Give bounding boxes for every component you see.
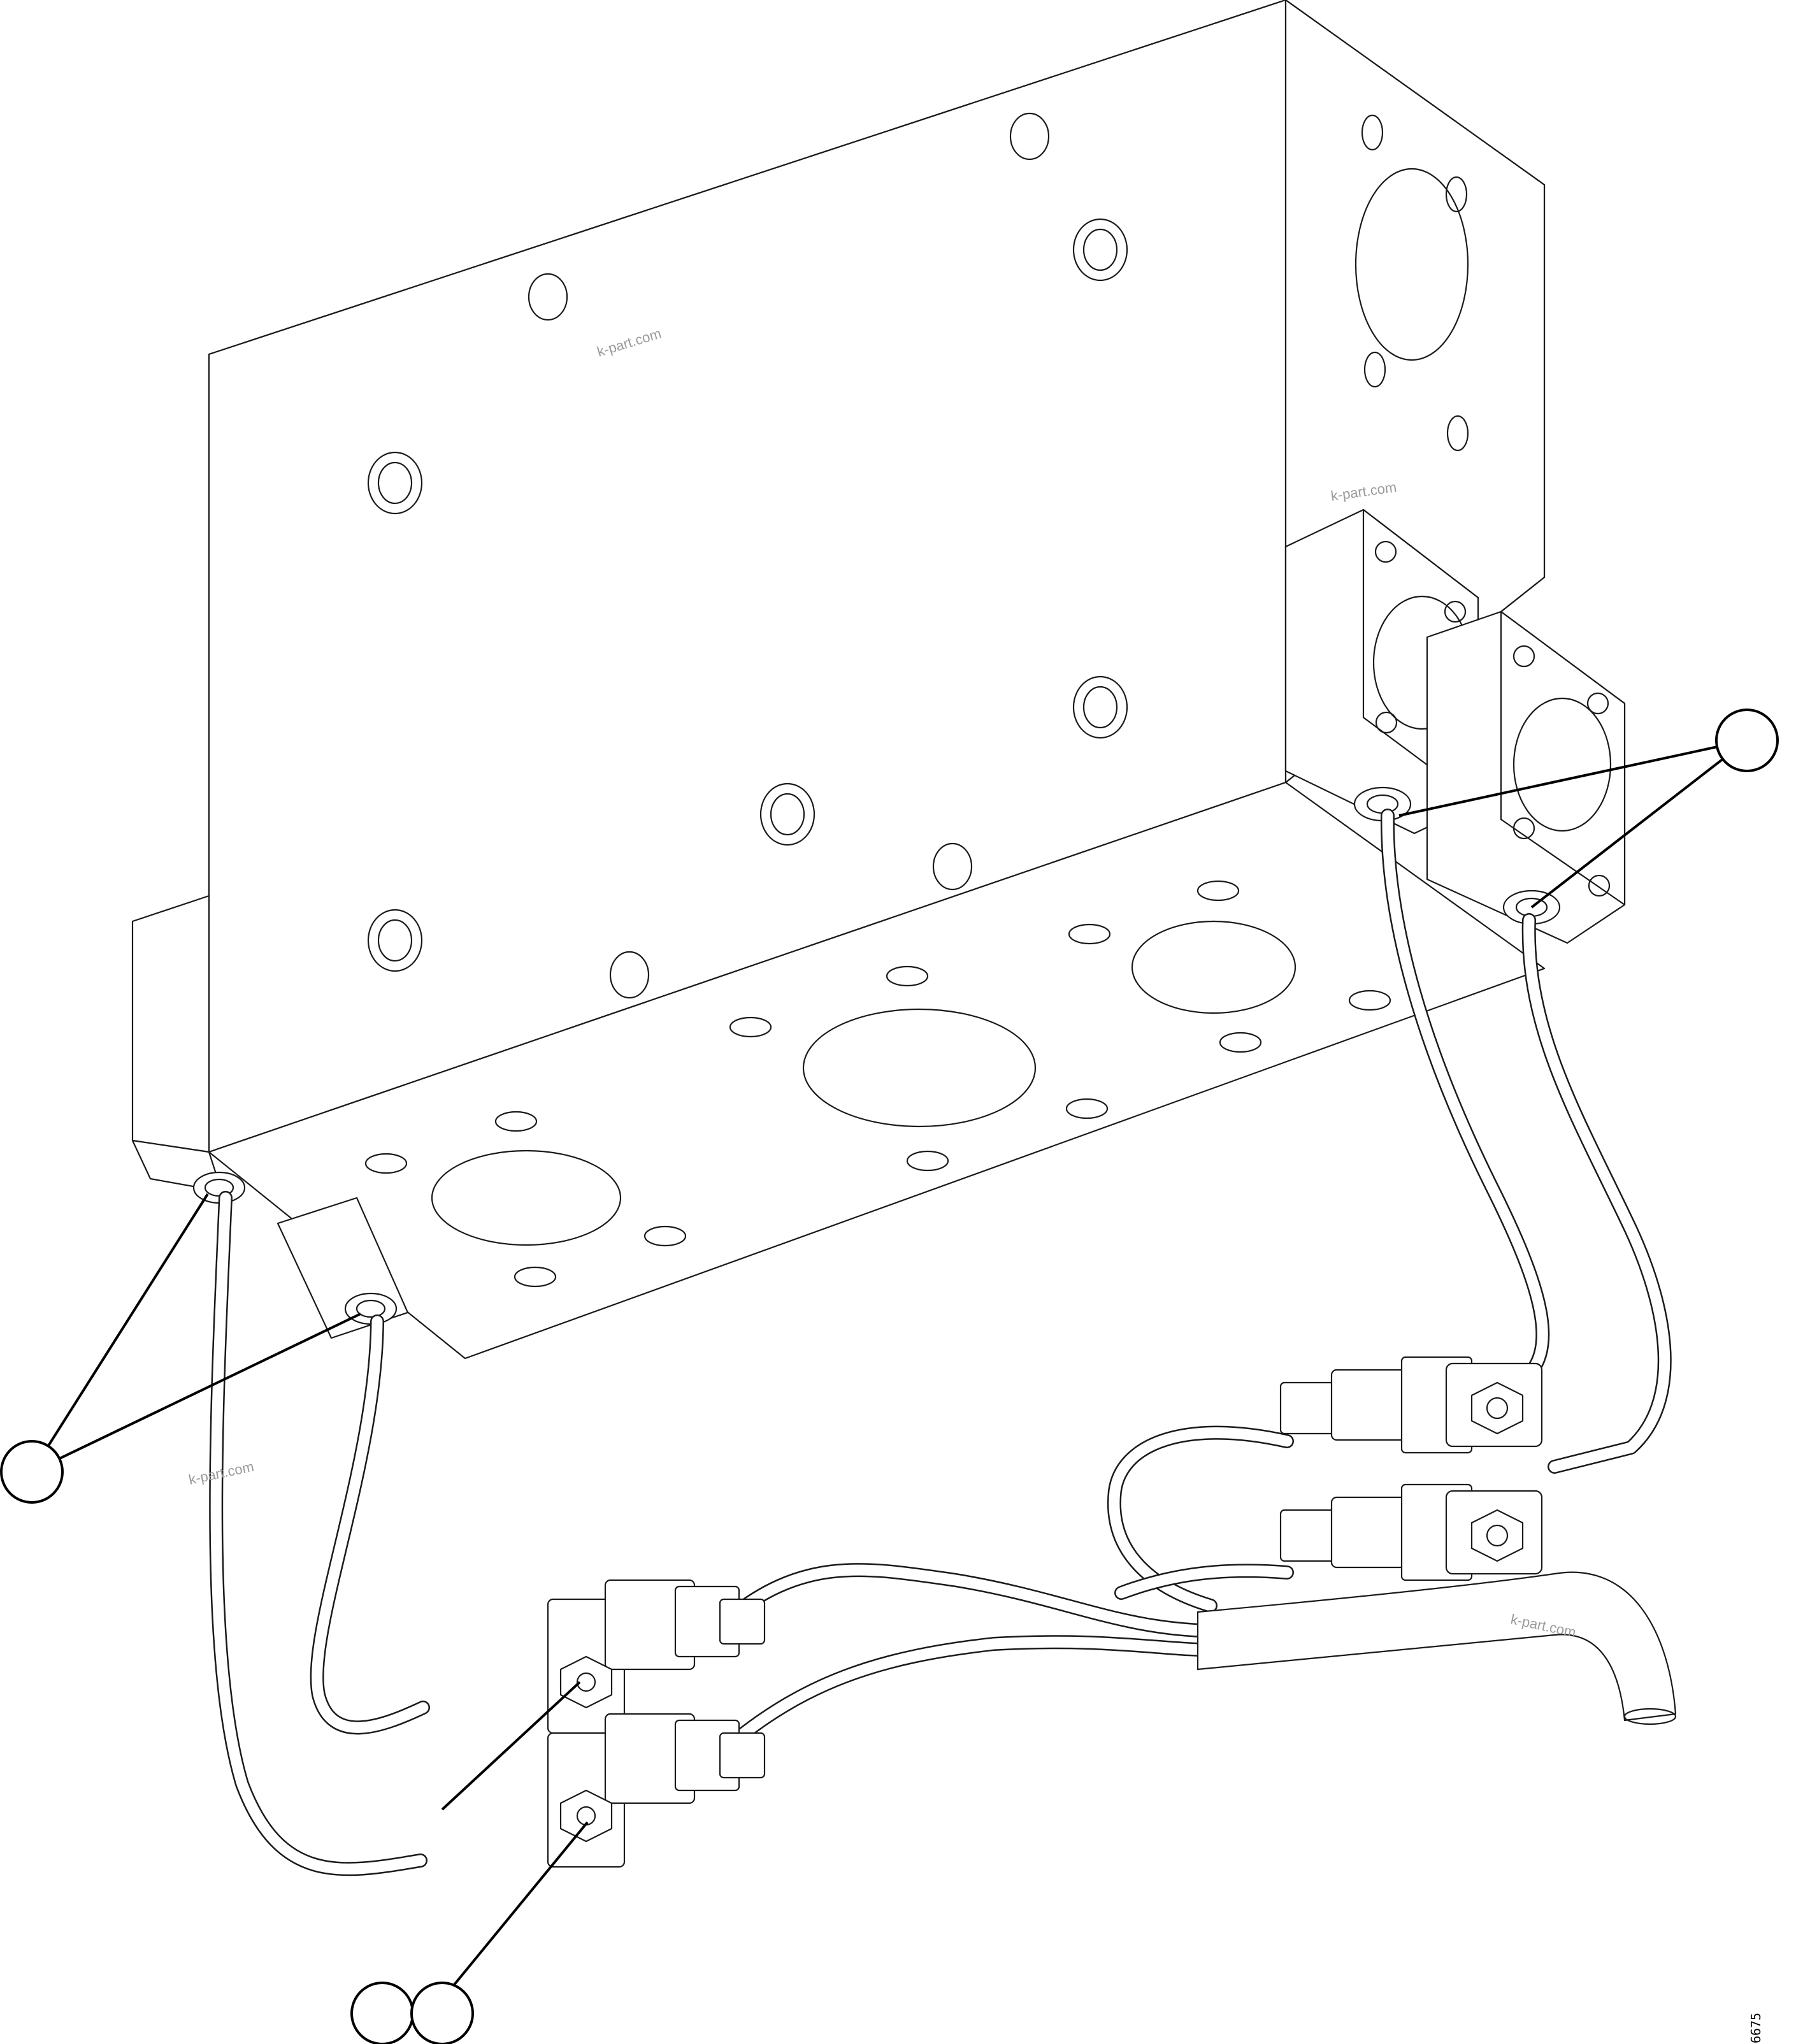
callout-balloon-3 <box>350 1982 414 2044</box>
manifold-block <box>131 0 1546 1360</box>
end-bolt-hole-1 <box>1361 114 1384 151</box>
front-hole-1 <box>1009 112 1050 161</box>
front-hole-2 <box>528 273 568 321</box>
callout-balloon-4 <box>410 1982 474 2044</box>
counterbored-holes <box>367 218 1128 972</box>
end-bolt-hole-3 <box>1363 351 1386 388</box>
harness-sleeve <box>1196 1571 1677 1725</box>
connectors-right <box>1279 1356 1543 1581</box>
callout-balloon-2 <box>0 1440 64 1504</box>
callout-balloon-1 <box>1715 709 1779 772</box>
left-valve-body <box>131 895 210 1153</box>
front-hole-3 <box>932 842 973 891</box>
connectors-left <box>547 1579 766 1868</box>
end-port-large <box>1354 168 1469 361</box>
flange-lower-port <box>1512 697 1612 832</box>
leader-lines <box>31 739 1748 2001</box>
end-bolt-hole-2 <box>1445 176 1468 213</box>
end-bolt-hole-4 <box>1446 415 1469 452</box>
cables <box>209 809 1672 1876</box>
flange-block-lower-front <box>1500 610 1626 906</box>
callout-balloons <box>0 709 1779 2044</box>
solenoid-flange-blocks <box>1284 508 1626 944</box>
figure-code: 6675 <box>1748 2013 1764 2043</box>
bottom-ports <box>364 880 1391 1288</box>
front-hole-4 <box>609 951 650 999</box>
